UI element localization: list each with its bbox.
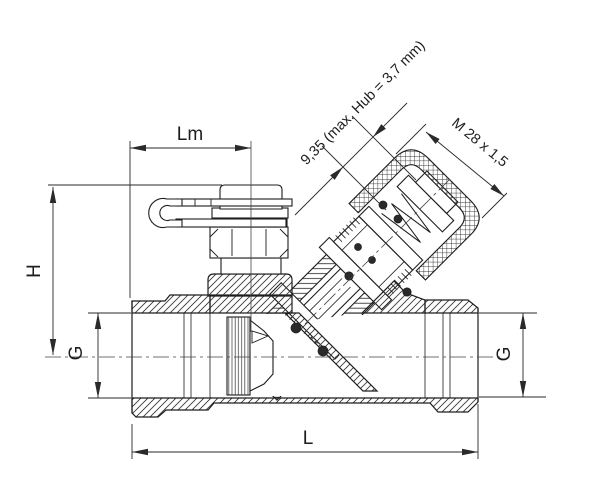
dimension-l [131, 404, 479, 459]
o-ring [378, 200, 388, 210]
bonnet-boss [207, 273, 293, 297]
arrowhead [235, 144, 251, 152]
dimension-lm [129, 141, 251, 298]
dim-label-l: L [303, 428, 314, 449]
right-chamber [306, 315, 424, 396]
dimension-stroke [294, 102, 417, 216]
o-ring [317, 345, 329, 357]
o-ring [290, 322, 302, 334]
arrowhead [94, 382, 102, 398]
spring [381, 193, 431, 243]
arrowhead [426, 132, 440, 144]
arrowhead [49, 187, 57, 203]
o-ring [344, 271, 354, 281]
seat-and-cone [226, 316, 274, 396]
o-ring [402, 287, 412, 297]
seat-ring [226, 316, 251, 396]
clip-strip-bottom [175, 218, 287, 228]
seat-partition [283, 312, 379, 392]
o-ring [393, 214, 403, 224]
valve-body [131, 273, 479, 418]
wall-bottom [131, 397, 479, 418]
cone-pointer [251, 330, 270, 344]
right-socket-threads [424, 313, 451, 398]
arrowhead [94, 313, 102, 329]
arrowhead [330, 167, 343, 180]
dimension-h [48, 184, 222, 355]
o-ring [354, 243, 362, 251]
dim-label-h: H [24, 264, 45, 278]
dim-label-lm: Lm [177, 124, 203, 145]
arrowhead [519, 381, 527, 397]
dimension-thread [395, 123, 508, 219]
arrowhead [49, 339, 57, 355]
arrowhead [373, 124, 386, 137]
dim-label-thread: M 28 x 1,5 [448, 115, 510, 170]
branch-centerline [304, 178, 451, 325]
memory-clip-handle [148, 197, 293, 229]
preset-spindle-assembly [148, 184, 293, 275]
dimension-g-left [88, 312, 131, 399]
dimension-g-right [479, 312, 546, 398]
centerlines [45, 141, 500, 358]
clip-loop [148, 197, 183, 229]
dim-label-g-right: G [494, 347, 515, 362]
arrowhead [130, 144, 146, 152]
o-ring-seals [290, 200, 412, 357]
wall-top-right [424, 299, 479, 314]
clip-strip-top [175, 198, 293, 207]
dim-label-g-left: G [66, 346, 87, 361]
arrowhead [132, 448, 148, 456]
dimensions [48, 102, 546, 459]
arrowhead [462, 448, 478, 456]
dim-label-stroke: 9,35 (max. Hub = 3,7 mm) [298, 38, 429, 169]
arrowhead [490, 184, 504, 196]
spindle-hex-nut [209, 226, 289, 259]
wall-top-left [131, 294, 211, 314]
left-socket-threads [183, 313, 211, 398]
arrowhead [519, 313, 527, 329]
